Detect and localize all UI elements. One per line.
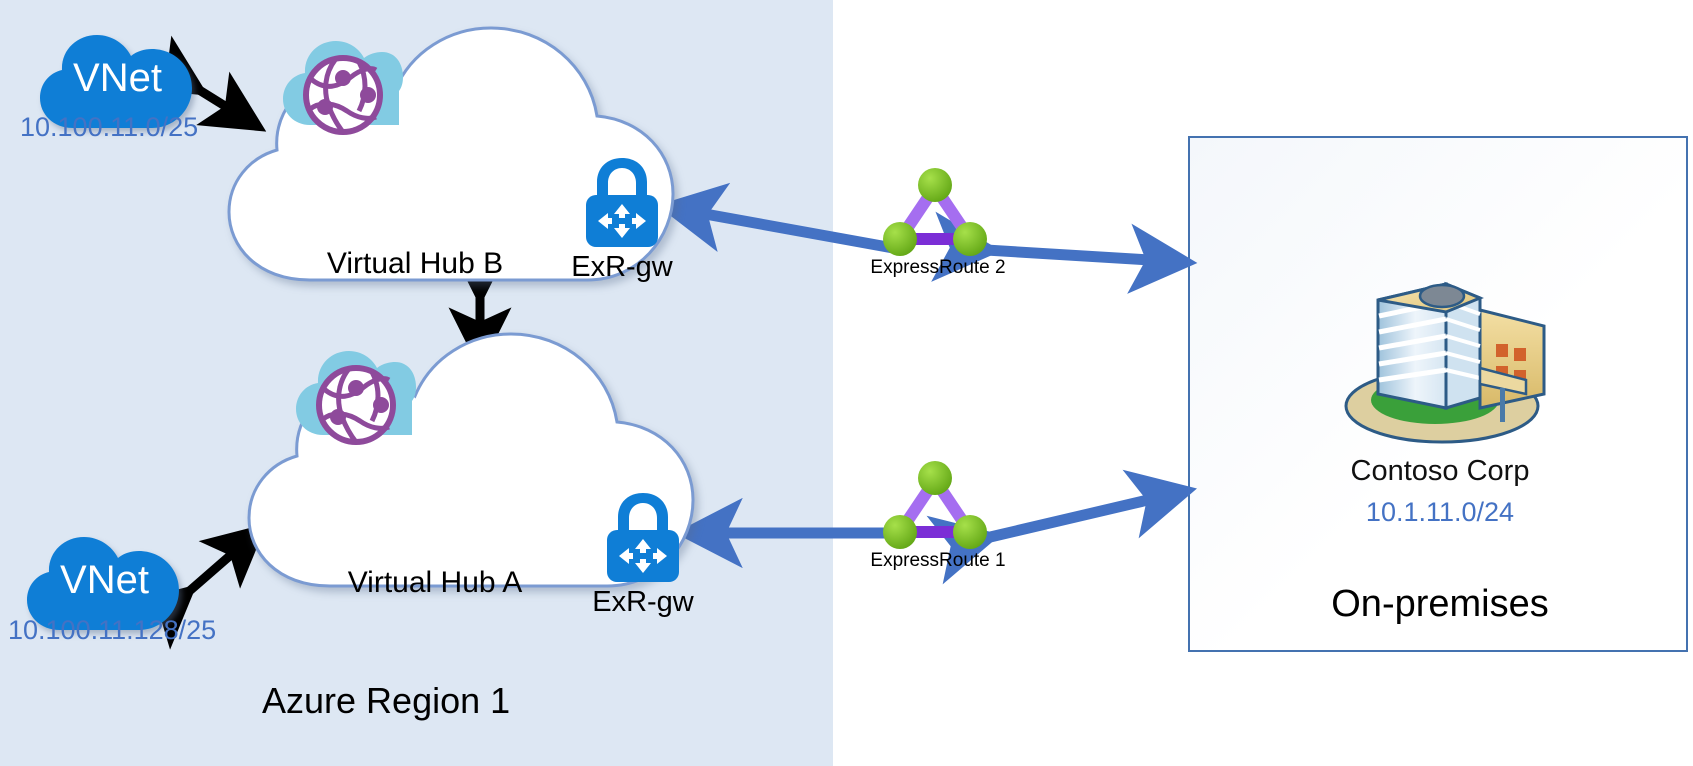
padlock-router-icon	[607, 493, 679, 582]
virtual-hub-router-icon-a	[290, 343, 420, 463]
on-premises-title: On-premises	[1331, 583, 1549, 625]
padlock-router-icon	[586, 158, 658, 247]
vnet-cloud-shape	[40, 35, 192, 128]
express-route-2[interactable]: ExpressRoute 2	[870, 165, 1006, 283]
express-route-1[interactable]: ExpressRoute 1	[870, 458, 1006, 576]
exr-gateway-b[interactable]: ExR-gw	[571, 155, 673, 287]
express-route-triangle-icon	[883, 168, 987, 256]
vnet-cloud-shape	[27, 537, 179, 630]
virtual-hub-router-icon-b	[277, 33, 407, 153]
azure-region-label: Azure Region 1	[262, 680, 511, 721]
express-route-triangle-icon	[883, 461, 987, 549]
contoso-corp-label: Contoso Corp	[1350, 455, 1530, 487]
exr-gateway-a-label: ExR-gw	[592, 586, 694, 618]
express-route-2-label: ExpressRoute 2	[870, 257, 1006, 278]
virtual-hub-a-label: Virtual Hub A	[347, 566, 523, 599]
vnet-bottom-cidr: 10.100.11.128/25	[8, 615, 217, 645]
vnet-top-cidr: 10.100.11.0/25	[20, 112, 199, 142]
office-building-icon	[1330, 248, 1560, 453]
contoso-corp-cidr: 10.1.11.0/24	[1365, 497, 1515, 527]
exr-gateway-a[interactable]: ExR-gw	[592, 490, 694, 622]
virtual-hub-b-label: Virtual Hub B	[326, 247, 504, 280]
exr-gateway-b-label: ExR-gw	[571, 251, 673, 283]
express-route-1-label: ExpressRoute 1	[870, 550, 1006, 571]
